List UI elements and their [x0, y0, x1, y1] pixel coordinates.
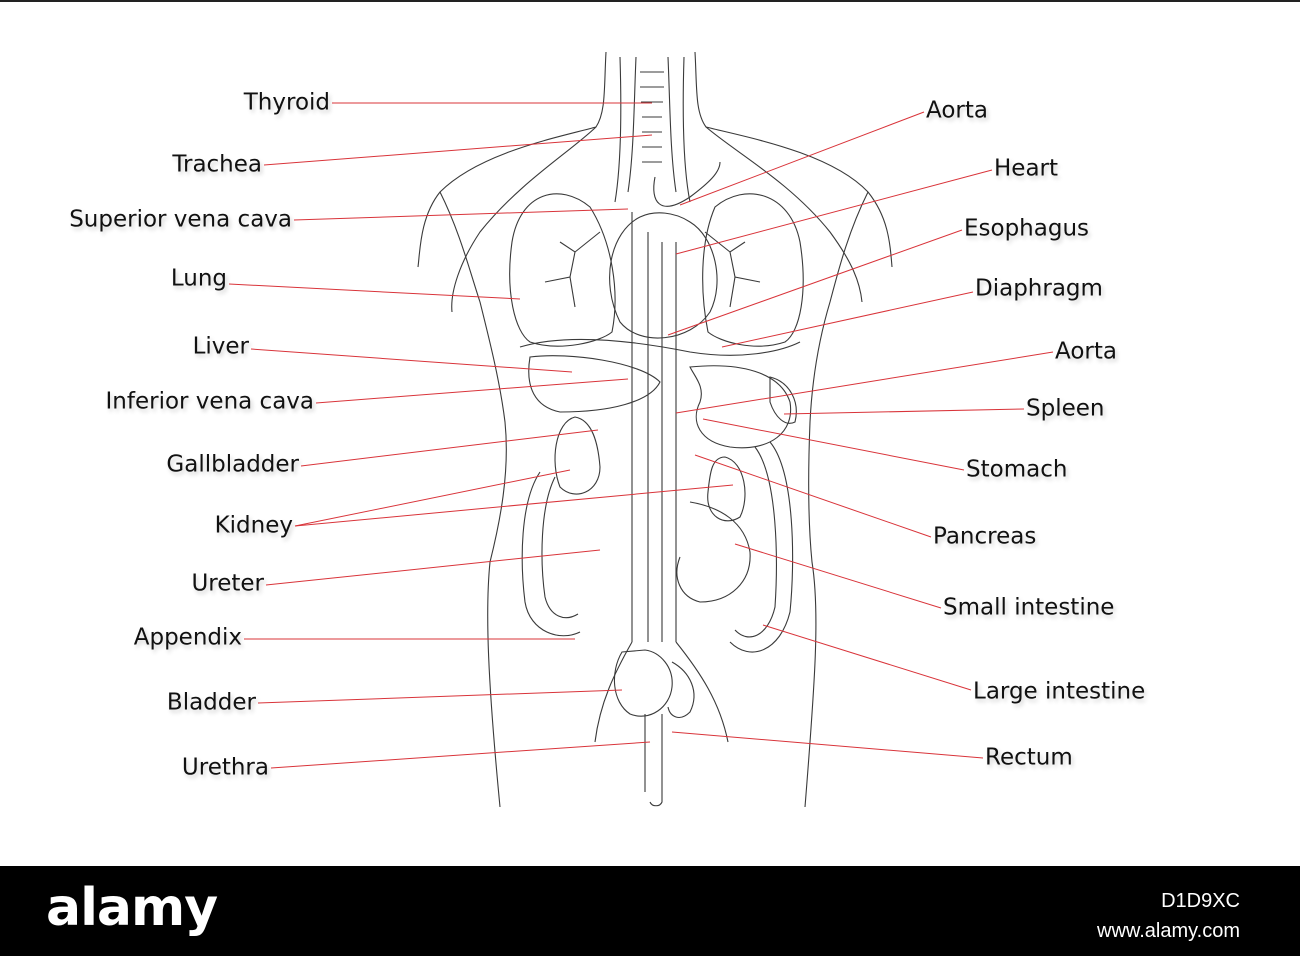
body-outline — [418, 52, 892, 807]
label-kidney: Kidney — [215, 515, 293, 538]
label-pancreas: Pancreas — [933, 526, 1036, 549]
label-appendix: Appendix — [134, 627, 242, 650]
label-spleen: Spleen — [1026, 398, 1104, 421]
leader-large-intestine — [763, 625, 971, 690]
leader-urethra — [271, 742, 650, 768]
anatomy-diagram: Thyroid Trachea Superior vena cava Lung … — [0, 0, 1300, 866]
leader-ivc — [316, 379, 628, 403]
label-esophagus: Esophagus — [964, 218, 1089, 241]
site-url: www.alamy.com — [1097, 920, 1240, 943]
label-inferior-vena-cava: Inferior vena cava — [106, 391, 314, 414]
label-diaphragm: Diaphragm — [975, 278, 1103, 301]
label-large-intestine: Large intestine — [973, 681, 1145, 704]
label-small-intestine: Small intestine — [943, 597, 1114, 620]
leader-diaphragm — [722, 292, 973, 347]
leader-ureter — [266, 550, 600, 585]
leader-esophagus — [668, 230, 962, 335]
leader-lines — [229, 103, 1053, 768]
leader-trachea — [264, 135, 652, 165]
label-heart: Heart — [994, 158, 1058, 181]
label-ureter: Ureter — [191, 573, 264, 596]
heart-shape — [610, 162, 720, 338]
leader-spleen — [784, 409, 1024, 414]
pelvis-shape — [614, 650, 694, 806]
leader-aorta-lower — [676, 352, 1053, 413]
image-id: D1D9XC — [1161, 890, 1240, 913]
label-superior-vena-cava: Superior vena cava — [69, 209, 292, 232]
watermark-footer: alamy D1D9XC www.alamy.com — [0, 866, 1300, 956]
label-rectum: Rectum — [985, 747, 1073, 770]
leader-aorta-upper — [680, 112, 924, 205]
leader-heart — [676, 170, 992, 254]
intestines-shape — [522, 442, 792, 652]
leader-stomach — [703, 419, 964, 470]
label-lung: Lung — [171, 268, 227, 291]
liver-shape — [529, 356, 660, 412]
label-gallbladder: Gallbladder — [166, 454, 299, 477]
label-thyroid: Thyroid — [244, 92, 330, 115]
spleen-shape — [770, 377, 796, 423]
trachea-shape — [615, 57, 690, 202]
leader-gallbladder — [301, 430, 598, 466]
label-stomach: Stomach — [966, 459, 1067, 482]
alamy-logo: alamy — [46, 878, 217, 938]
label-liver: Liver — [193, 336, 249, 359]
leader-svc — [294, 209, 628, 220]
label-bladder: Bladder — [167, 692, 256, 715]
leader-rectum — [672, 732, 983, 758]
lungs-shape — [510, 194, 803, 346]
leader-bladder — [258, 690, 622, 703]
label-aorta-upper: Aorta — [926, 100, 988, 123]
diaphragm-shape — [520, 339, 800, 355]
leader-kidney-b — [295, 485, 733, 526]
torso-illustration — [0, 2, 1300, 868]
stomach-shape — [690, 366, 791, 448]
leader-small-intestine — [735, 544, 941, 608]
leader-pancreas — [695, 455, 931, 537]
label-urethra: Urethra — [182, 757, 269, 780]
kidneys-shape — [555, 417, 745, 521]
label-trachea: Trachea — [172, 154, 262, 177]
label-aorta-lower: Aorta — [1055, 341, 1117, 364]
leader-liver — [251, 349, 572, 372]
